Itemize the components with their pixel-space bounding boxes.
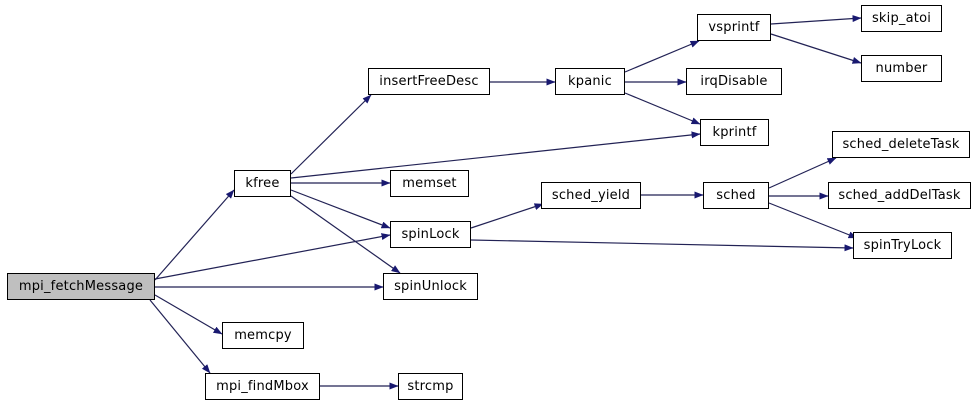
- graph-node-skip_atoi[interactable]: skip_atoi: [861, 5, 942, 32]
- graph-node-sched_addDelTask[interactable]: sched_addDelTask: [828, 182, 971, 209]
- graph-node-kfree[interactable]: kfree: [234, 170, 291, 197]
- graph-node-label: insertFreeDesc: [379, 74, 479, 89]
- graph-node-mpi_fetchMessage[interactable]: mpi_fetchMessage: [7, 273, 155, 300]
- graph-node-label: skip_atoi: [871, 11, 932, 26]
- graph-node-irqDisable[interactable]: irqDisable: [686, 68, 782, 95]
- graph-node-label: sched_yield: [551, 188, 631, 203]
- graph-node-label: kfree: [245, 176, 280, 191]
- graph-node-label: strcmp: [407, 379, 454, 394]
- graph-node-label: spinLock: [401, 227, 460, 242]
- graph-node-insertFreeDesc[interactable]: insertFreeDesc: [368, 68, 490, 95]
- graph-node-label: sched_deleteTask: [842, 137, 960, 152]
- graph-node-memcpy[interactable]: memcpy: [222, 322, 304, 349]
- graph-node-label: sched: [716, 188, 756, 203]
- graph-node-label: kprintf: [712, 125, 757, 140]
- graph-node-memset[interactable]: memset: [390, 170, 469, 197]
- graph-node-spinLock[interactable]: spinLock: [390, 221, 471, 248]
- graph-node-label: irqDisable: [700, 74, 768, 89]
- graph-node-label: memset: [402, 176, 457, 191]
- graph-node-kprintf[interactable]: kprintf: [700, 119, 769, 146]
- graph-node-label: number: [875, 61, 928, 76]
- graph-node-kpanic[interactable]: kpanic: [555, 68, 625, 95]
- graph-node-spinUnlock[interactable]: spinUnlock: [383, 273, 478, 300]
- graph-node-strcmp[interactable]: strcmp: [398, 373, 463, 400]
- graph-node-label: sched_addDelTask: [838, 188, 961, 203]
- graph-node-label: mpi_fetchMessage: [18, 279, 144, 294]
- graph-node-mpi_findMbox[interactable]: mpi_findMbox: [205, 373, 320, 400]
- graph-node-label: memcpy: [234, 328, 292, 343]
- graph-node-label: kpanic: [568, 74, 612, 89]
- graph-node-number[interactable]: number: [861, 55, 942, 82]
- graph-node-label: spinTryLock: [863, 238, 942, 253]
- graph-node-vsprintf[interactable]: vsprintf: [697, 14, 771, 41]
- graph-node-label: spinUnlock: [394, 279, 467, 294]
- graph-node-sched_deleteTask[interactable]: sched_deleteTask: [832, 131, 970, 158]
- graph-node-label: mpi_findMbox: [216, 379, 309, 394]
- graph-node-spinTryLock[interactable]: spinTryLock: [853, 232, 952, 259]
- graph-node-sched[interactable]: sched: [703, 182, 769, 209]
- graph-node-label: vsprintf: [708, 20, 760, 35]
- graph-node-sched_yield[interactable]: sched_yield: [541, 182, 641, 209]
